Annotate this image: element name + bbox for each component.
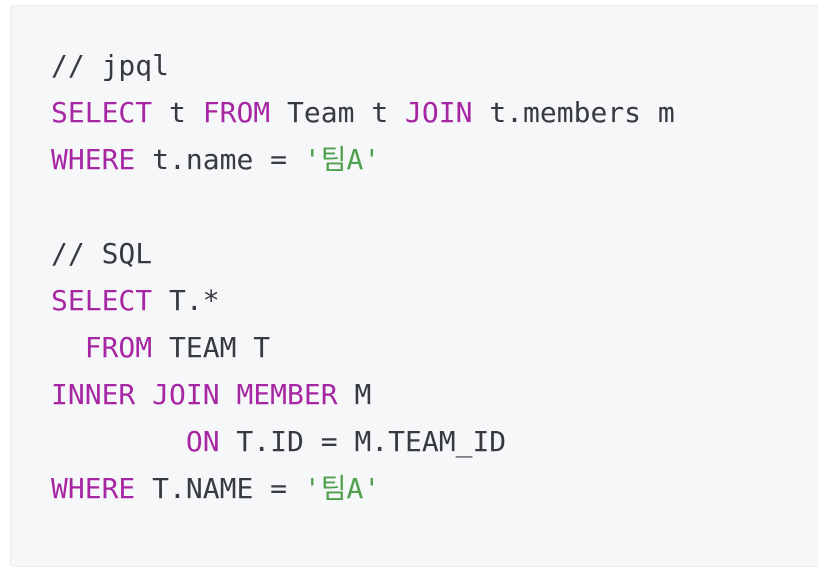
token-plain: TEAM T xyxy=(152,331,271,364)
token-string: '팀A' xyxy=(303,472,381,505)
token-keyword: JOIN xyxy=(405,96,473,129)
token-keyword: JOIN xyxy=(152,378,220,411)
code-line: FROM TEAM T xyxy=(51,324,791,371)
token-plain: t xyxy=(152,96,203,129)
token-keyword: SELECT xyxy=(51,284,153,317)
code-line: WHERE t.name = '팀A' xyxy=(51,136,791,183)
token-plain: M xyxy=(337,378,372,411)
token-plain: T.NAME = xyxy=(135,472,304,505)
token-keyword: MEMBER xyxy=(236,378,338,411)
token-keyword: ON xyxy=(185,425,220,458)
code-line: INNER JOIN MEMBER M xyxy=(51,371,791,418)
code-line xyxy=(51,183,791,230)
token-plain: // jpql xyxy=(51,49,170,82)
token-keyword: WHERE xyxy=(51,143,136,176)
code-line: // SQL xyxy=(51,230,791,277)
token-plain: T.ID = M.TEAM_ID xyxy=(219,425,507,458)
token-keyword: SELECT xyxy=(51,96,153,129)
token-keyword: FROM xyxy=(202,96,271,129)
code-line: ON T.ID = M.TEAM_ID xyxy=(51,418,791,465)
code-line: SELECT t FROM Team t JOIN t.members m xyxy=(51,89,791,136)
token-keyword: WHERE xyxy=(51,472,136,505)
token-plain: // SQL xyxy=(51,237,153,270)
token-plain xyxy=(51,425,186,458)
token-plain: Team t xyxy=(270,96,406,129)
token-string: '팀A' xyxy=(303,143,381,176)
token-keyword: FROM xyxy=(84,331,153,364)
code-line: WHERE T.NAME = '팀A' xyxy=(51,465,791,512)
token-keyword: INNER xyxy=(51,378,136,411)
token-plain: t.members m xyxy=(472,96,675,129)
token-plain xyxy=(51,331,85,364)
code-line: // jpql xyxy=(51,42,791,89)
token-plain: t.name = xyxy=(135,143,304,176)
token-plain: T.* xyxy=(152,284,220,317)
code-line: SELECT T.* xyxy=(51,277,791,324)
token-plain xyxy=(220,378,237,411)
token-plain xyxy=(135,378,152,411)
